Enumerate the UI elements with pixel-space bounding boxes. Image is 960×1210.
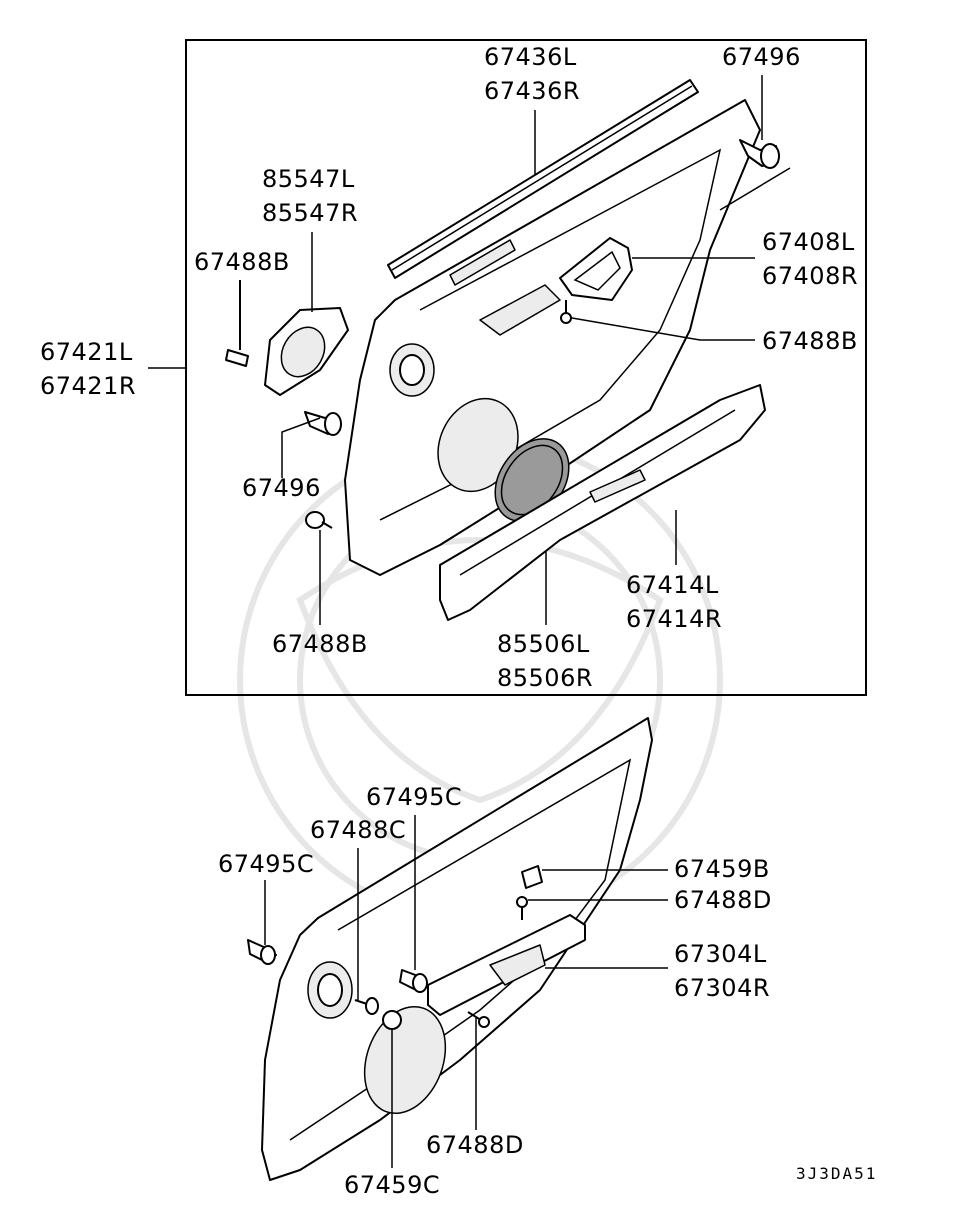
handle-cover [559, 237, 633, 301]
molding-strip [387, 79, 699, 279]
speaker-bracket [264, 307, 349, 396]
clip-top-leader [719, 75, 791, 211]
clip-left-leader [281, 417, 321, 478]
screw-d-bottom [467, 1011, 490, 1028]
screw-handle-leader [571, 317, 755, 341]
screw-left [225, 280, 249, 367]
clip-left [304, 411, 342, 436]
screw-handle [560, 300, 572, 324]
pull-handle [427, 914, 586, 1016]
lower-door-panel [261, 717, 653, 1181]
armrest [439, 384, 766, 621]
screw-d-top [516, 896, 528, 920]
clip-left-lower [247, 939, 277, 965]
cap-c [382, 1010, 402, 1030]
cap-b [521, 865, 543, 889]
clip-upper [399, 969, 428, 993]
screw-bottom [305, 511, 333, 529]
screw-c [354, 997, 379, 1015]
clip-top [739, 139, 780, 169]
